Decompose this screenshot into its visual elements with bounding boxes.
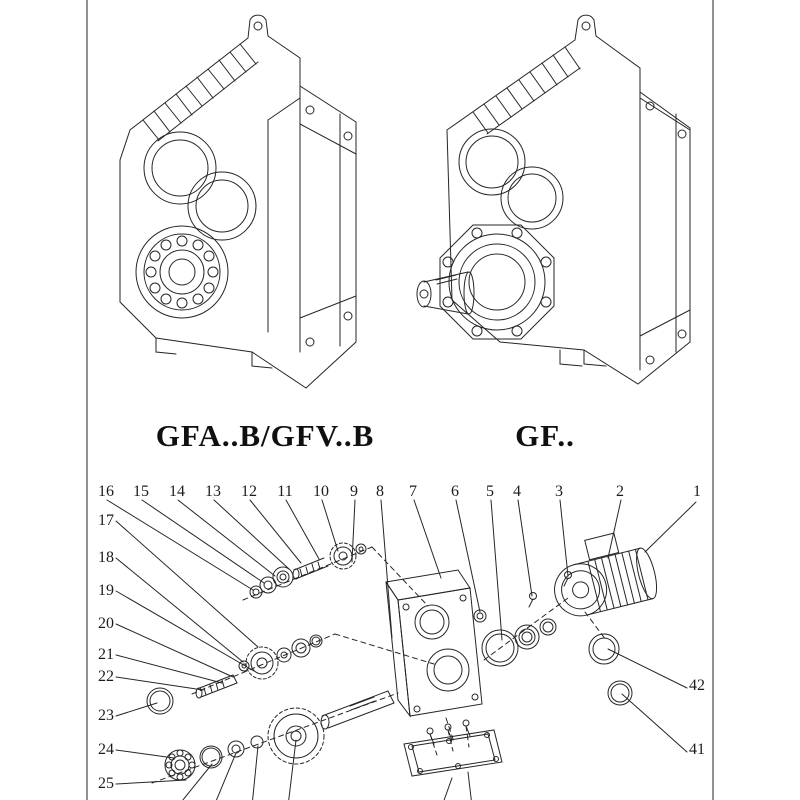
part-callout-41: 41 xyxy=(689,741,705,758)
gear-housing xyxy=(385,569,483,718)
input-side-rings xyxy=(473,571,633,706)
part-callout-13: 13 xyxy=(205,483,221,500)
scan-edges xyxy=(86,0,714,800)
part-callout-2: 2 xyxy=(616,483,624,500)
part-callout-18: 18 xyxy=(98,549,114,566)
gearbox-drawing-right xyxy=(416,14,691,385)
part-callout-22: 22 xyxy=(98,668,114,685)
part-callout-23: 23 xyxy=(98,707,114,724)
part-callout-8: 8 xyxy=(376,483,384,500)
model-label-left: GFA..B/GFV..B xyxy=(155,418,375,453)
part-callout-20: 20 xyxy=(98,615,114,632)
part-callout-21: 21 xyxy=(98,646,114,663)
part-callout-25: 25 xyxy=(98,775,114,792)
part-callout-4: 4 xyxy=(513,483,521,500)
part-callout-14: 14 xyxy=(169,483,185,500)
part-callout-1: 1 xyxy=(693,483,701,500)
gearbox-drawing-left xyxy=(119,14,357,389)
part-callout-42: 42 xyxy=(689,677,705,694)
part-callout-24: 24 xyxy=(98,741,114,758)
motor-assembly xyxy=(554,532,658,617)
input-pinion-parts xyxy=(249,542,367,599)
part-callout-9: 9 xyxy=(350,483,358,500)
leader-lines xyxy=(106,499,697,800)
part-callout-10: 10 xyxy=(313,483,329,500)
model-label-right: GF.. xyxy=(515,418,575,453)
part-callout-5: 5 xyxy=(486,483,494,500)
output-shaft-parts xyxy=(164,690,395,781)
part-callout-15: 15 xyxy=(133,483,149,500)
base-plate xyxy=(403,719,503,777)
part-callout-17: 17 xyxy=(98,512,114,529)
intermediate-shaft-parts xyxy=(146,634,323,715)
part-callout-16: 16 xyxy=(98,483,114,500)
part-callout-19: 19 xyxy=(98,582,114,599)
part-callout-7: 7 xyxy=(409,483,417,500)
part-callout-3: 3 xyxy=(555,483,563,500)
part-callout-11: 11 xyxy=(277,483,293,500)
part-callout-6: 6 xyxy=(451,483,459,500)
exploded-view xyxy=(106,499,697,800)
part-callout-12: 12 xyxy=(241,483,257,500)
